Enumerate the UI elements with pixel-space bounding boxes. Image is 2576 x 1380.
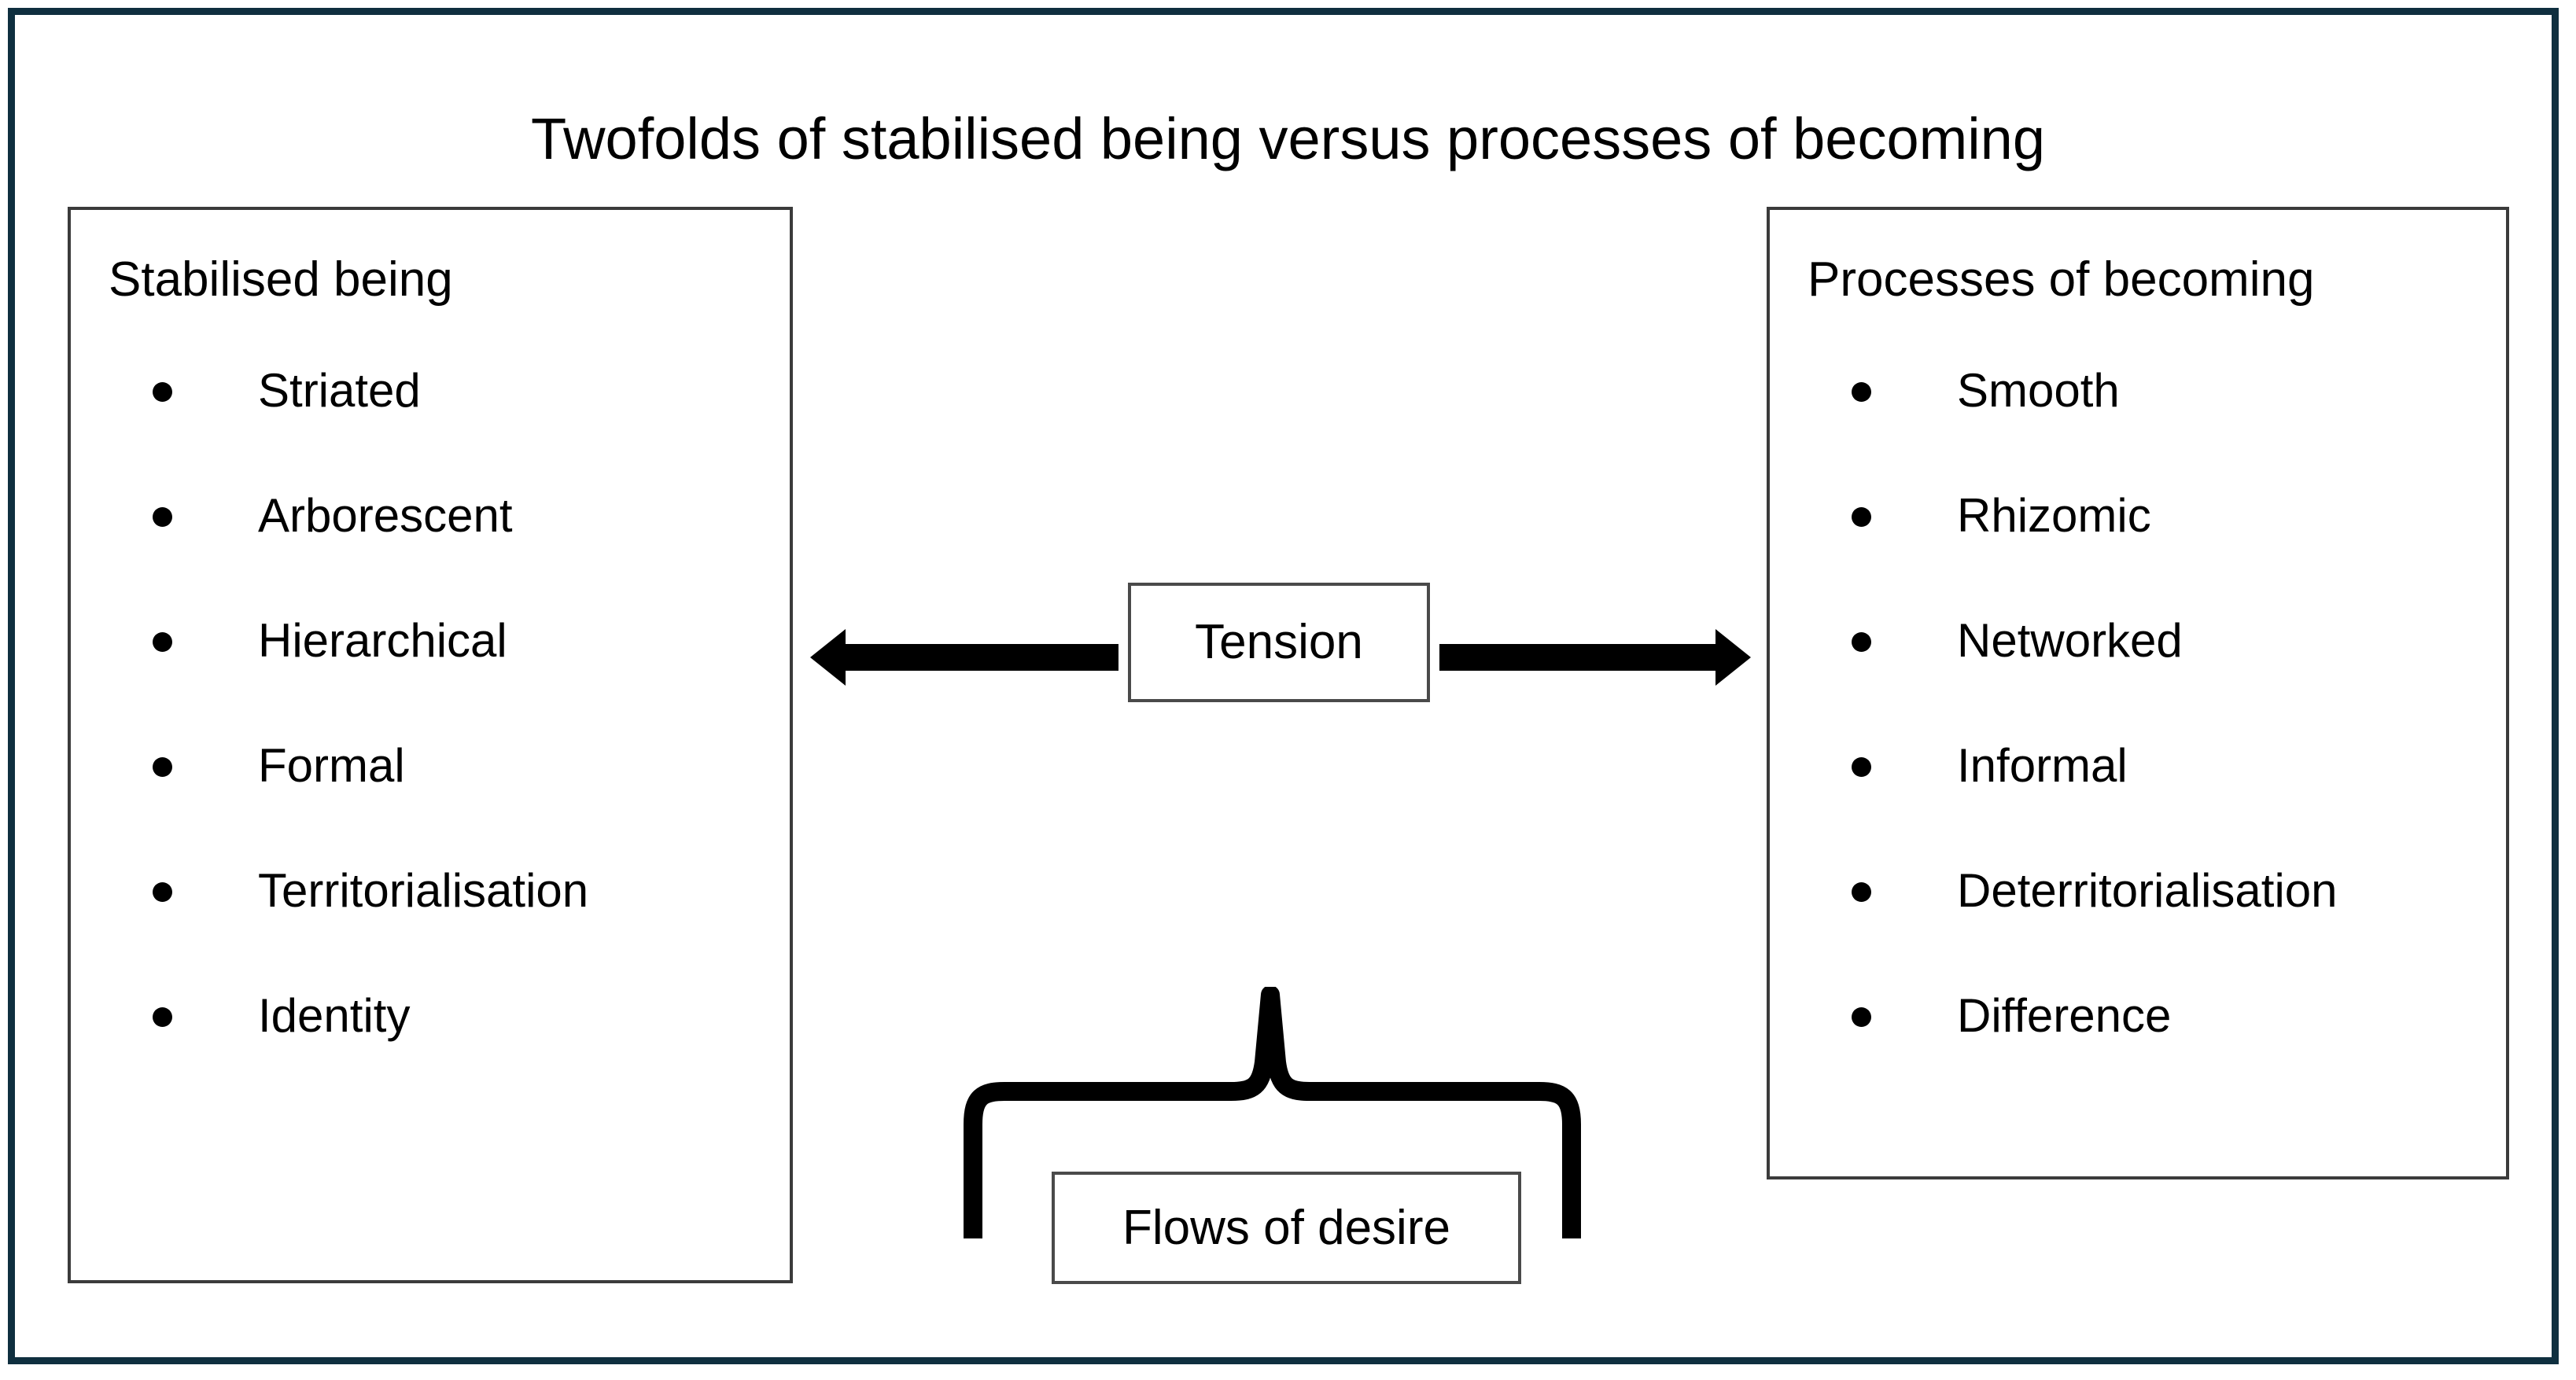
stabilised-being-heading: Stabilised being [109, 252, 453, 307]
list-item-label: Arborescent [258, 489, 513, 542]
tension-label: Tension [1195, 615, 1363, 669]
list-item: Arborescent [109, 492, 774, 617]
stabilised-being-list: Striated Arborescent Hierarchical Formal… [109, 367, 774, 1117]
bullet-dot-icon [153, 882, 172, 902]
curly-brace-up-icon [964, 987, 1581, 1238]
list-item: Striated [109, 367, 774, 492]
tension-node: Tension [1128, 583, 1430, 702]
bullet-dot-icon [1852, 507, 1871, 527]
list-item-label: Formal [258, 739, 405, 792]
list-item: Rhizomic [1808, 492, 2490, 617]
bullet-dot-icon [153, 507, 172, 527]
list-item-label: Striated [258, 364, 421, 417]
list-item: Deterritorialisation [1808, 867, 2490, 992]
bullet-dot-icon [1852, 382, 1871, 402]
list-item: Informal [1808, 742, 2490, 867]
bullet-dot-icon [153, 632, 172, 652]
list-item: Identity [109, 992, 774, 1117]
list-item-label: Hierarchical [258, 614, 507, 667]
list-item-label: Rhizomic [1957, 489, 2151, 542]
list-item-label: Smooth [1957, 364, 2120, 417]
bullet-dot-icon [1852, 1007, 1871, 1027]
bullet-dot-icon [1852, 882, 1871, 902]
list-item-label: Informal [1957, 739, 2128, 792]
bullet-dot-icon [1852, 757, 1871, 777]
bullet-dot-icon [153, 382, 172, 402]
list-item-label: Identity [258, 989, 411, 1042]
list-item-label: Networked [1957, 614, 2183, 667]
list-item: Formal [109, 742, 774, 867]
bullet-dot-icon [153, 1007, 172, 1027]
processes-of-becoming-panel: Processes of becoming Smooth Rhizomic Ne… [1767, 207, 2509, 1179]
list-item: Hierarchical [109, 617, 774, 742]
processes-of-becoming-heading: Processes of becoming [1808, 252, 2315, 307]
list-item-label: Difference [1957, 989, 2172, 1042]
page-title: Twofolds of stabilised being versus proc… [530, 106, 2045, 171]
list-item: Smooth [1808, 367, 2490, 492]
bullet-dot-icon [1852, 632, 1871, 652]
list-item-label: Territorialisation [258, 864, 589, 917]
double-arrow-right [1439, 629, 1751, 686]
double-arrow-left [810, 629, 1118, 686]
list-item-label: Deterritorialisation [1957, 864, 2338, 917]
flows-of-desire-node: Flows of desire [1052, 1172, 1521, 1284]
bullet-dot-icon [153, 757, 172, 777]
flows-of-desire-label: Flows of desire [1122, 1200, 1450, 1255]
list-item: Difference [1808, 992, 2490, 1117]
processes-of-becoming-list: Smooth Rhizomic Networked Informal Deter… [1808, 367, 2490, 1117]
list-item: Territorialisation [109, 867, 774, 992]
stabilised-being-panel: Stabilised being Striated Arborescent Hi… [68, 207, 793, 1283]
list-item: Networked [1808, 617, 2490, 742]
